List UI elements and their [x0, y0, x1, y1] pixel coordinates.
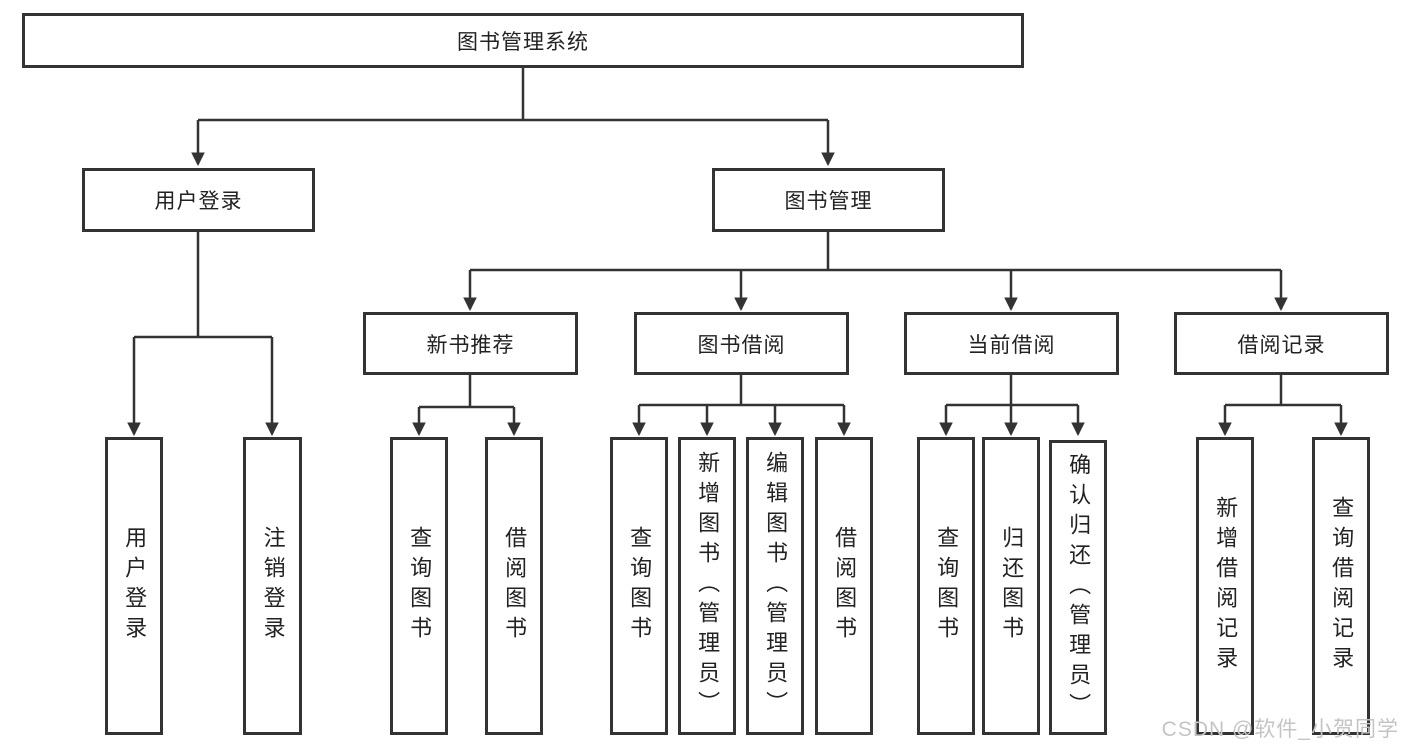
- connector-book-management-trunk: [470, 232, 1281, 272]
- leaf-query-books-borrowing: 查询图书: [610, 437, 668, 735]
- leaf-query-books-borrowing-label: 查询图书: [627, 526, 653, 646]
- connector-new-book-trunk: [419, 375, 514, 409]
- node-current-borrowing: 当前借阅: [904, 312, 1119, 375]
- leaf-query-books-recommend: 查询图书: [390, 437, 448, 735]
- node-book-management: 图书管理: [712, 168, 945, 232]
- leaf-user-login: 用户登录: [105, 437, 163, 735]
- leaf-add-borrow-record: 新增借阅记录: [1196, 437, 1254, 735]
- leaf-logout-label: 注销登录: [260, 526, 286, 646]
- node-book-borrowing-label: 图书借阅: [697, 333, 786, 357]
- leaf-borrow-books-recommend: 借阅图书: [485, 437, 543, 735]
- leaf-borrow-books-borrowing: 借阅图书: [815, 437, 873, 735]
- leaf-edit-book-admin: 编辑图书（管理员）: [746, 437, 804, 735]
- node-new-book-recommendation: 新书推荐: [363, 312, 578, 375]
- watermark: CSDN @软件_小贺同学: [1161, 718, 1399, 741]
- connector-user-login-trunk: [134, 232, 272, 339]
- node-book-management-label: 图书管理: [784, 190, 873, 213]
- node-root-label: 图书管理系统: [457, 30, 589, 54]
- node-book-borrowing: 图书借阅: [634, 312, 849, 375]
- leaf-add-borrow-record-label: 新增借阅记录: [1213, 496, 1239, 676]
- node-current-borrowing-label: 当前借阅: [967, 333, 1056, 357]
- node-borrowing-records: 借阅记录: [1174, 312, 1389, 375]
- leaf-add-book-admin-label: 新增图书（管理员）: [695, 451, 721, 721]
- leaf-query-books-recommend-label: 查询图书: [407, 526, 433, 646]
- leaf-user-login-label: 用户登录: [122, 526, 148, 646]
- leaf-return-books-label: 归还图书: [999, 526, 1025, 646]
- connector-records-trunk: [1225, 375, 1341, 407]
- leaf-query-borrow-record-label: 查询借阅记录: [1329, 496, 1355, 676]
- connector-current-trunk: [946, 375, 1078, 407]
- node-user-login: 用户登录: [82, 168, 315, 232]
- node-user-login-label: 用户登录: [154, 190, 243, 213]
- leaf-query-books-current: 查询图书: [917, 437, 975, 735]
- leaf-query-borrow-record: 查询借阅记录: [1312, 437, 1370, 735]
- leaf-edit-book-admin-label: 编辑图书（管理员）: [763, 451, 789, 721]
- leaf-borrow-books-recommend-label: 借阅图书: [502, 526, 528, 646]
- node-new-book-recommendation-label: 新书推荐: [426, 333, 515, 357]
- leaf-return-books: 归还图书: [982, 437, 1040, 735]
- leaf-add-book-admin: 新增图书（管理员）: [678, 437, 736, 735]
- node-root: 图书管理系统: [22, 13, 1024, 68]
- leaf-logout: 注销登录: [243, 437, 302, 735]
- leaf-borrow-books-borrowing-label: 借阅图书: [832, 526, 858, 646]
- leaf-confirm-return-admin: 确认归还（管理员）: [1049, 440, 1107, 735]
- node-borrowing-records-label: 借阅记录: [1237, 333, 1326, 357]
- connector-root-trunk: [198, 68, 828, 122]
- leaf-confirm-return-admin-label: 确认归还（管理员）: [1066, 452, 1092, 723]
- leaf-query-books-current-label: 查询图书: [934, 526, 960, 646]
- connector-borrowing-trunk: [639, 375, 844, 407]
